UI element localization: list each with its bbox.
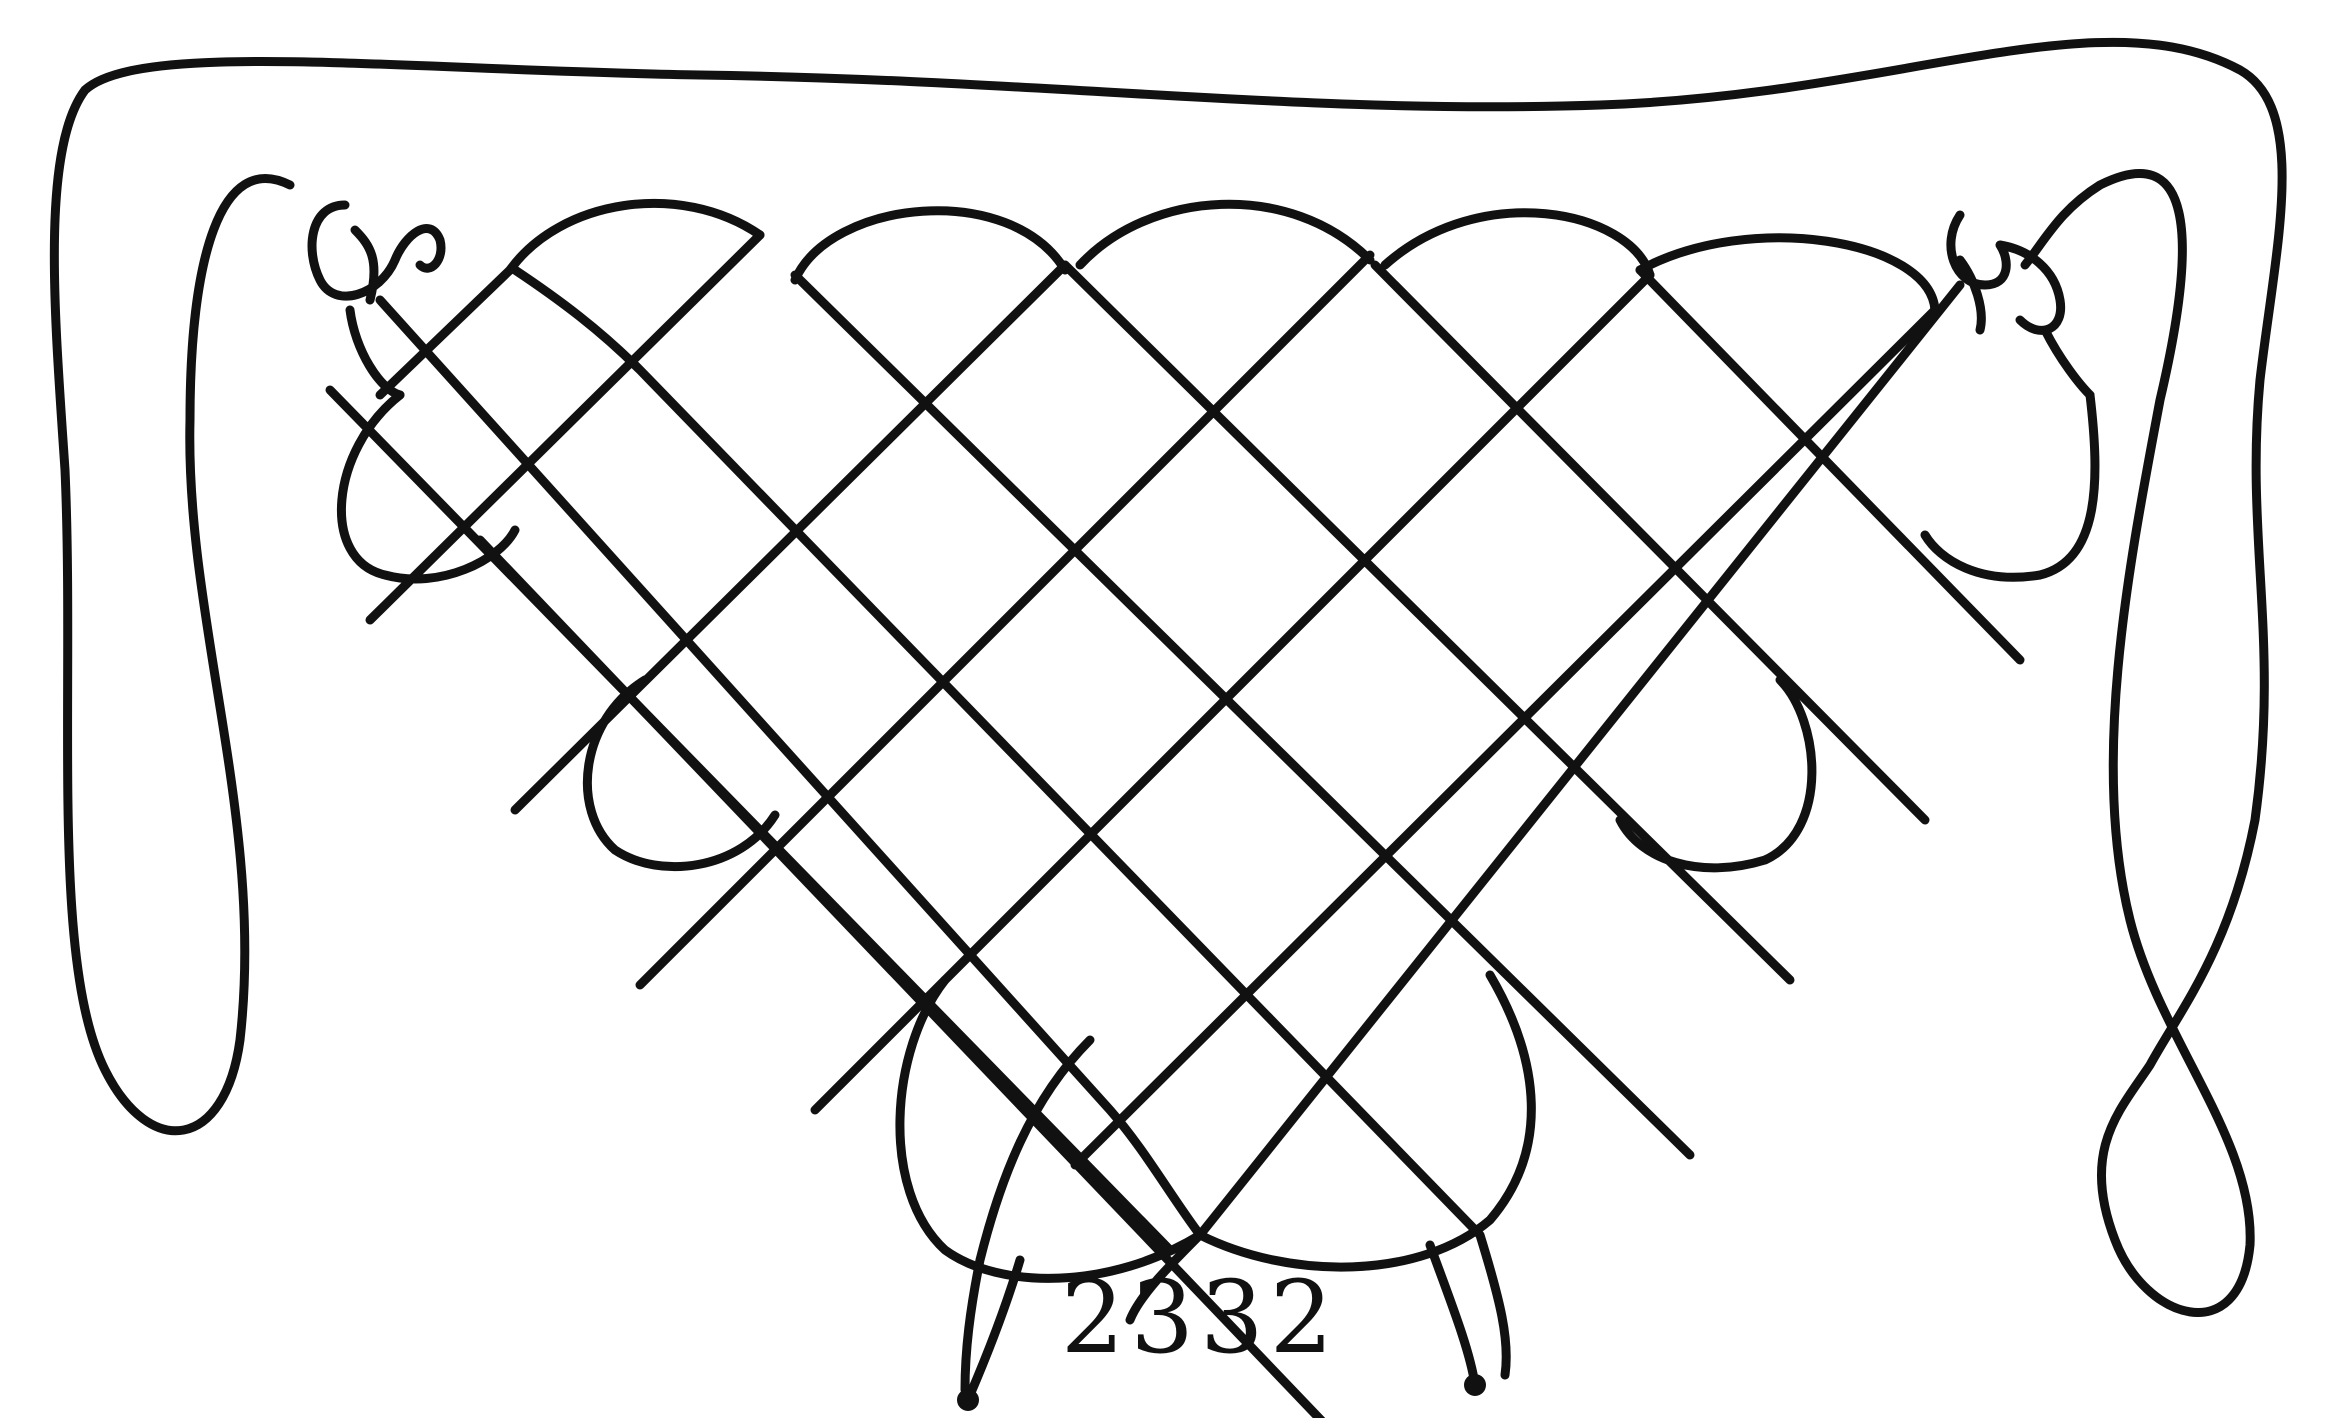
right-end-knot [1951,215,2090,395]
lattice-ascending [370,235,1960,1390]
figure-number-label: 2332 [1020,1268,1380,1368]
scallop-border [341,203,2095,1278]
right-end-dot [1464,1374,1486,1396]
left-end-dot [957,1389,979,1411]
right-free-end [1430,1245,1475,1385]
